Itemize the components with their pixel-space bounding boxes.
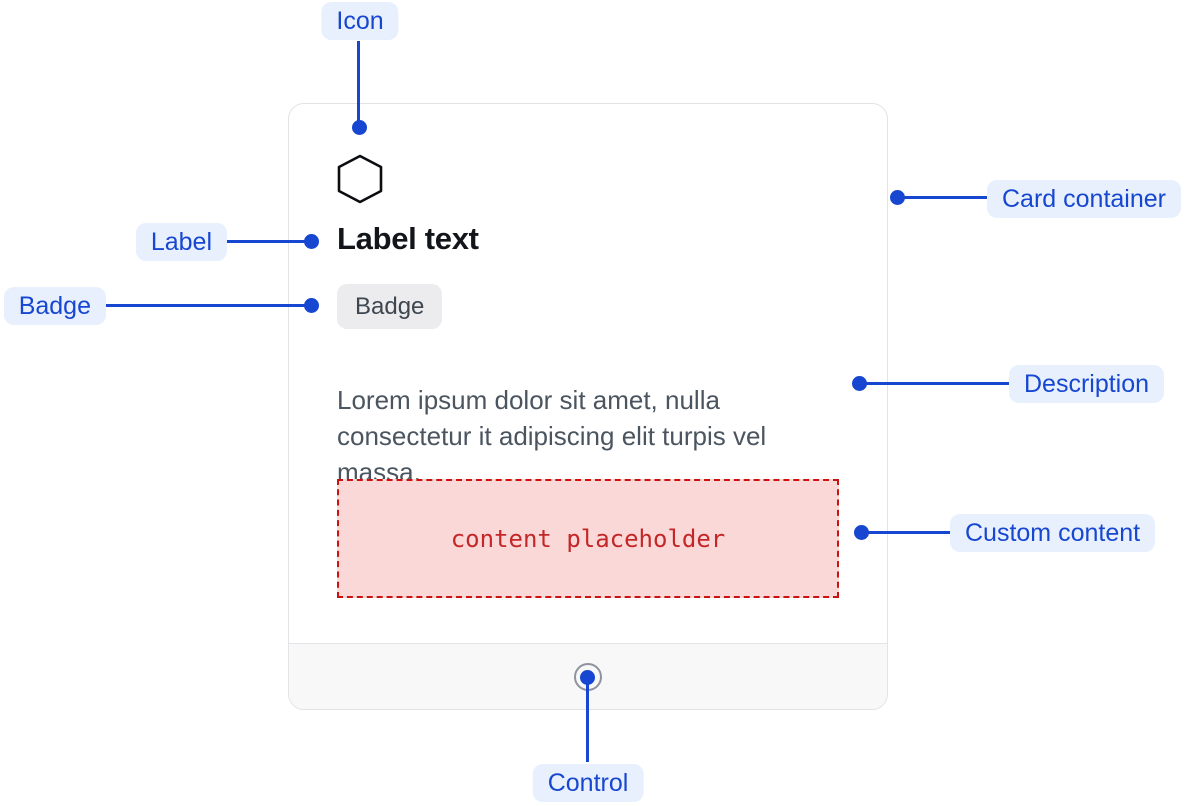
card-badge: Badge [337, 284, 443, 329]
hexagon-icon [337, 154, 383, 204]
custom-content-placeholder: content placeholder [337, 479, 839, 598]
annotation-dot-badge [304, 298, 319, 313]
annotation-line-custom-content [862, 531, 950, 534]
annotation-pill-icon: Icon [321, 2, 399, 40]
annotation-pill-card-container: Card container [987, 180, 1181, 218]
annotation-pill-control: Control [532, 764, 644, 802]
card-container: Label text Badge Lorem ipsum dolor sit a… [288, 103, 888, 710]
annotation-pill-description: Description [1009, 365, 1165, 403]
annotation-line-label [227, 240, 312, 243]
annotation-pill-label: Label [135, 223, 227, 261]
annotation-pill-custom-content: Custom content [950, 514, 1156, 552]
annotation-dot-icon [352, 120, 367, 135]
annotation-dot-label [304, 234, 319, 249]
annotation-dot-custom-content [854, 525, 869, 540]
annotation-line-control [586, 678, 589, 762]
annotation-line-badge [106, 304, 312, 307]
annotation-line-card-container [898, 196, 987, 199]
card-label-text: Label text [337, 221, 479, 256]
annotation-line-description [860, 382, 1009, 385]
annotation-line-icon [357, 41, 360, 128]
annotation-dot-card-container [890, 190, 905, 205]
placeholder-text: content placeholder [450, 524, 726, 553]
card-description: Lorem ipsum dolor sit amet, nulla consec… [337, 385, 767, 487]
annotation-dot-control [580, 670, 595, 685]
annotation-pill-badge: Badge [3, 287, 106, 325]
annotation-dot-description [852, 376, 867, 391]
